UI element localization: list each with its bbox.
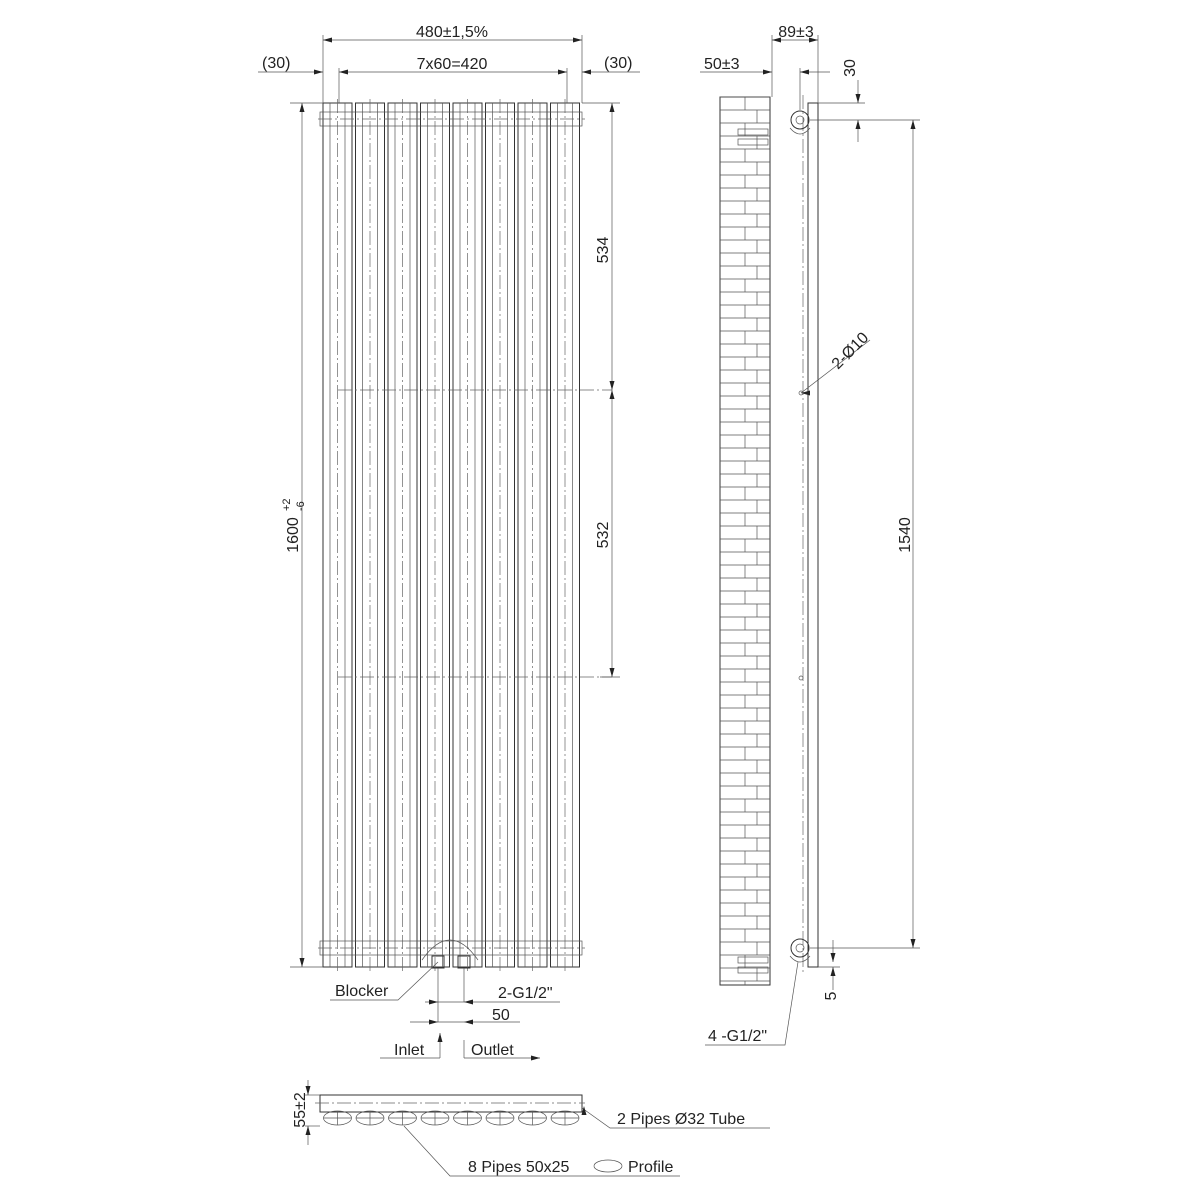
wall-plug-icon <box>737 966 769 974</box>
side-view <box>719 95 819 986</box>
arrowhead <box>582 69 591 75</box>
blocker-leader <box>330 961 439 1001</box>
upper-segment-label: 534 <box>595 237 612 264</box>
arrowhead <box>314 69 323 75</box>
top-offset-label: 30 <box>842 59 859 77</box>
arrowhead <box>299 958 305 967</box>
right-offset-label: (30) <box>604 55 632 72</box>
arrowhead <box>800 69 809 75</box>
bottom-offset-label: 5 <box>823 991 840 1000</box>
radiator-side <box>807 102 819 968</box>
fittings-leader <box>705 961 799 1046</box>
fixing-holes-leader <box>800 339 871 394</box>
pipe-inner <box>795 115 805 125</box>
pipe-circle <box>790 110 810 130</box>
blocker-label: Blocker <box>335 983 389 1000</box>
front-view <box>318 99 612 1001</box>
column-spacing-label: 7x60=420 <box>417 56 488 73</box>
lower-segment-label: 532 <box>595 522 612 549</box>
fittings-label: 4 -G1/2" <box>708 1028 767 1045</box>
fixing-hole <box>798 675 804 681</box>
profile-leader <box>403 1125 680 1177</box>
arrowhead <box>809 37 818 43</box>
profile-ellipse-icon <box>593 1159 623 1173</box>
arrowhead <box>609 103 615 112</box>
wall-plug-icon <box>737 138 769 146</box>
arrowhead <box>437 1033 443 1042</box>
arrowhead <box>339 69 348 75</box>
outlet-label: Outlet <box>471 1042 514 1059</box>
tube-label: 2 Pipes Ø32 Tube <box>617 1111 745 1128</box>
arrowhead <box>801 390 810 396</box>
tube-leader <box>581 1107 770 1129</box>
height-value: 1600 <box>285 517 302 553</box>
bottom-depth-label: 55±2 <box>292 1092 309 1128</box>
arrowhead <box>830 953 836 962</box>
fixing-holes-label: 2-Ø10 <box>829 329 873 373</box>
arrowhead <box>855 94 861 103</box>
arrowhead <box>855 120 861 129</box>
bottom-view <box>315 1094 585 1126</box>
arrowhead <box>609 390 615 399</box>
arrowhead <box>558 69 567 75</box>
profile-label-suffix: Profile <box>628 1159 673 1176</box>
inlet-label: Inlet <box>394 1042 425 1059</box>
wall-plug-icon <box>737 956 769 964</box>
arrowhead <box>305 1086 311 1095</box>
pipe-inner <box>795 943 805 953</box>
arrowhead <box>429 999 438 1005</box>
height-tol-minus: -6 <box>295 501 307 511</box>
header-tube <box>319 1094 583 1113</box>
bracket <box>789 127 811 135</box>
arrowhead <box>910 939 916 948</box>
arrowhead <box>531 1055 540 1061</box>
connection-spacing-label: 50 <box>492 1007 510 1024</box>
overall-width-label: 480±1,5% <box>416 24 488 41</box>
connection-label: 2-G1/2" <box>498 985 553 1002</box>
arrowhead <box>429 1019 438 1025</box>
arrowhead <box>299 103 305 112</box>
arrowhead <box>581 1106 587 1115</box>
height-tol-plus: +2 <box>281 498 293 511</box>
valve-cover <box>421 939 479 961</box>
wall-plug-icon <box>737 128 769 136</box>
arrowhead <box>323 37 332 43</box>
pipe-circle <box>790 938 810 958</box>
profile-label: 8 Pipes 50x25 <box>468 1159 570 1176</box>
arrowhead <box>464 1019 473 1025</box>
arrowhead <box>464 999 473 1005</box>
arrowhead <box>830 967 836 976</box>
dimension-lines <box>258 35 920 1177</box>
side-depth-label: 89±3 <box>778 24 814 41</box>
arrowhead <box>772 37 781 43</box>
arrowhead <box>763 69 772 75</box>
bracket-spacing-label: 1540 <box>897 517 914 553</box>
arrowhead <box>609 381 615 390</box>
arrowhead <box>305 1126 311 1135</box>
arrowhead <box>910 120 916 129</box>
arrowhead <box>609 668 615 677</box>
left-offset-label: (30) <box>262 55 290 72</box>
bracket <box>789 955 811 963</box>
overall-height-label: 1600 +2 -6 <box>281 498 307 552</box>
wall-offset-label: 50±3 <box>704 56 740 73</box>
arrowhead <box>573 37 582 43</box>
